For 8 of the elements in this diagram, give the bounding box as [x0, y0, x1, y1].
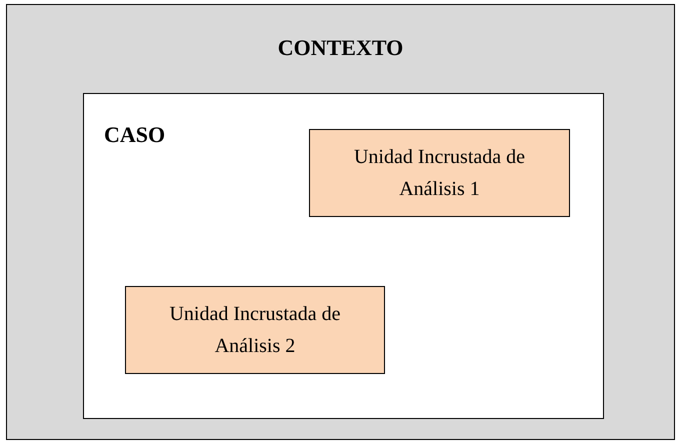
panel-heading: CASO [104, 121, 166, 149]
context-panel [6, 4, 675, 440]
case-panel [83, 93, 604, 419]
box-label: Unidad Incrustada de Análisis 1 [352, 145, 526, 202]
unit-box [309, 129, 570, 217]
unit-box [125, 286, 385, 374]
box-label: Unidad Incrustada de Análisis 2 [168, 302, 342, 359]
panel-heading: CONTEXTO [276, 34, 404, 62]
